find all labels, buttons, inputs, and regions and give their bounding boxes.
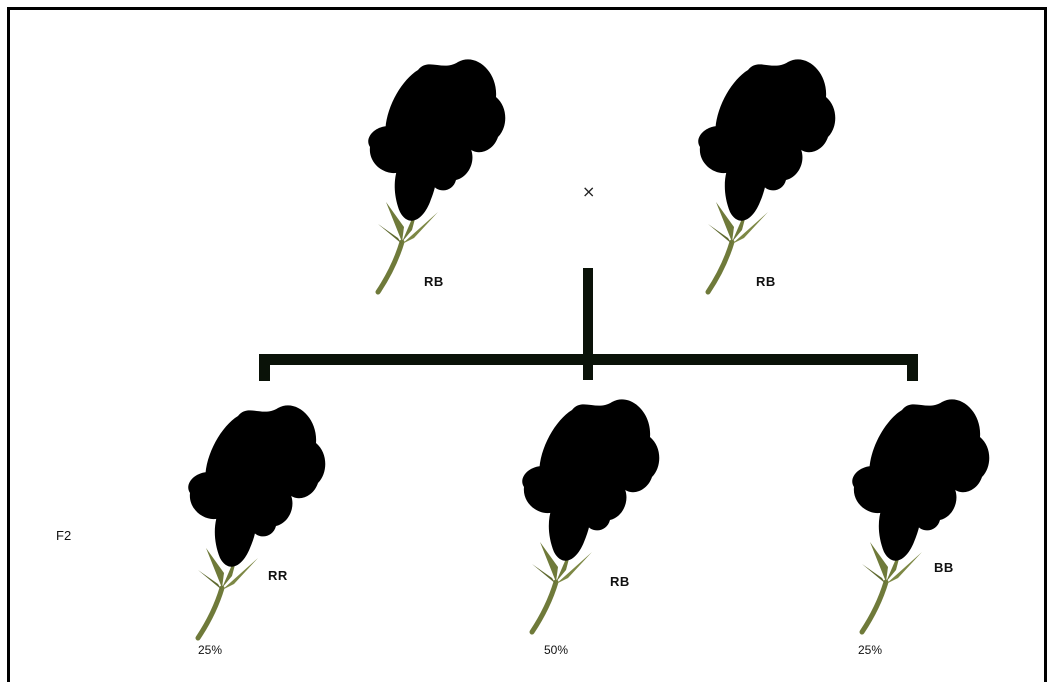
- left-drop: [259, 354, 270, 381]
- offspring-2-percent: 50%: [544, 643, 568, 657]
- offspring-pink-flower: .d .p-main{fill:#f2a9b4;stroke:#e58c98;s…: [512, 392, 677, 642]
- offspring-2-genotype: RB: [610, 574, 630, 589]
- offspring-red-flower: .c .p-main{fill:#e8542f;stroke:#c8401e;s…: [178, 398, 343, 648]
- offspring-1-percent: 25%: [198, 643, 222, 657]
- offspring-1-genotype: RR: [268, 568, 288, 583]
- horizontal-connector: [259, 354, 918, 365]
- offspring-3-percent: 25%: [858, 643, 882, 657]
- right-drop: [907, 354, 918, 381]
- generation-label: F2: [56, 528, 71, 543]
- offspring-white-flower: .e .p-main{fill:#f1f4f8;stroke:#b9c4d1;s…: [842, 392, 1007, 642]
- offspring-3-genotype: BB: [934, 560, 954, 575]
